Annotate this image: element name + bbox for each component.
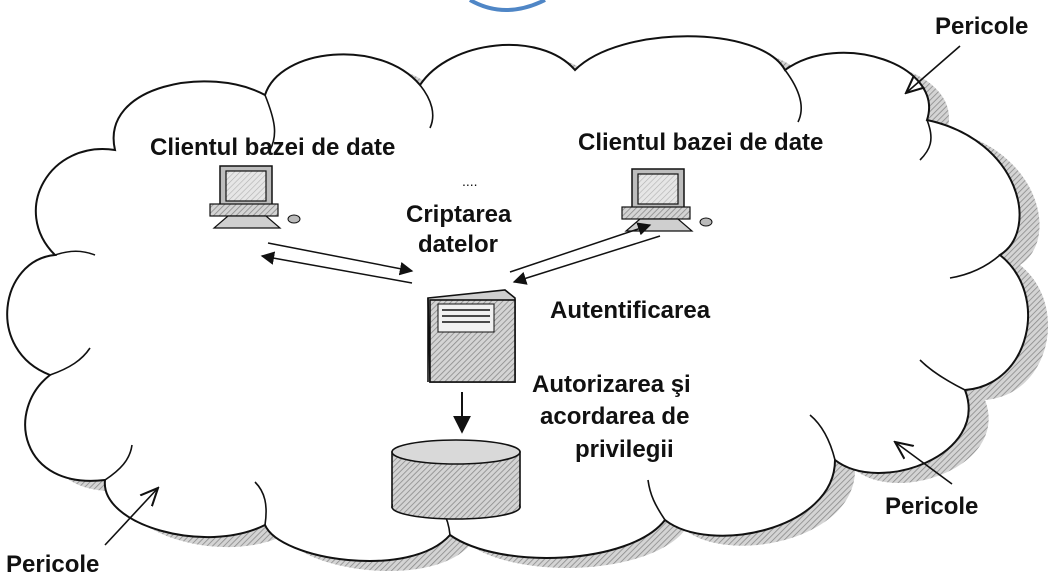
client-left-label: Clientul bazei de date [150,134,395,161]
threat-arrow-bottom-left [104,488,158,546]
left-client-server-arrows [260,242,414,284]
authorization-label-line1: Autorizarea şi [532,371,691,398]
threat-label-bottom-left: Pericole [6,551,99,578]
threat-arrow-bottom-right [895,442,953,485]
authorization-label-line2: acordarea de [540,403,689,430]
encryption-label-line1: Criptarea [406,201,512,228]
right-client-server-arrows [509,222,661,285]
client-computer-left-icon [209,165,301,229]
client-right-label: Clientul bazei de date [578,129,823,156]
threat-arrow-top-right [906,45,961,93]
logo-fragment [469,0,546,12]
threat-label-bottom-right: Pericole [885,493,978,520]
authorization-label-line3: privilegii [575,436,674,463]
ellipsis: .... [462,173,478,189]
database-icon [391,439,521,520]
authentication-label: Autentificarea [550,297,711,324]
encryption-label-line2: datelor [418,231,498,258]
server-icon [427,289,516,383]
threat-label-top-right: Pericole [935,13,1028,40]
